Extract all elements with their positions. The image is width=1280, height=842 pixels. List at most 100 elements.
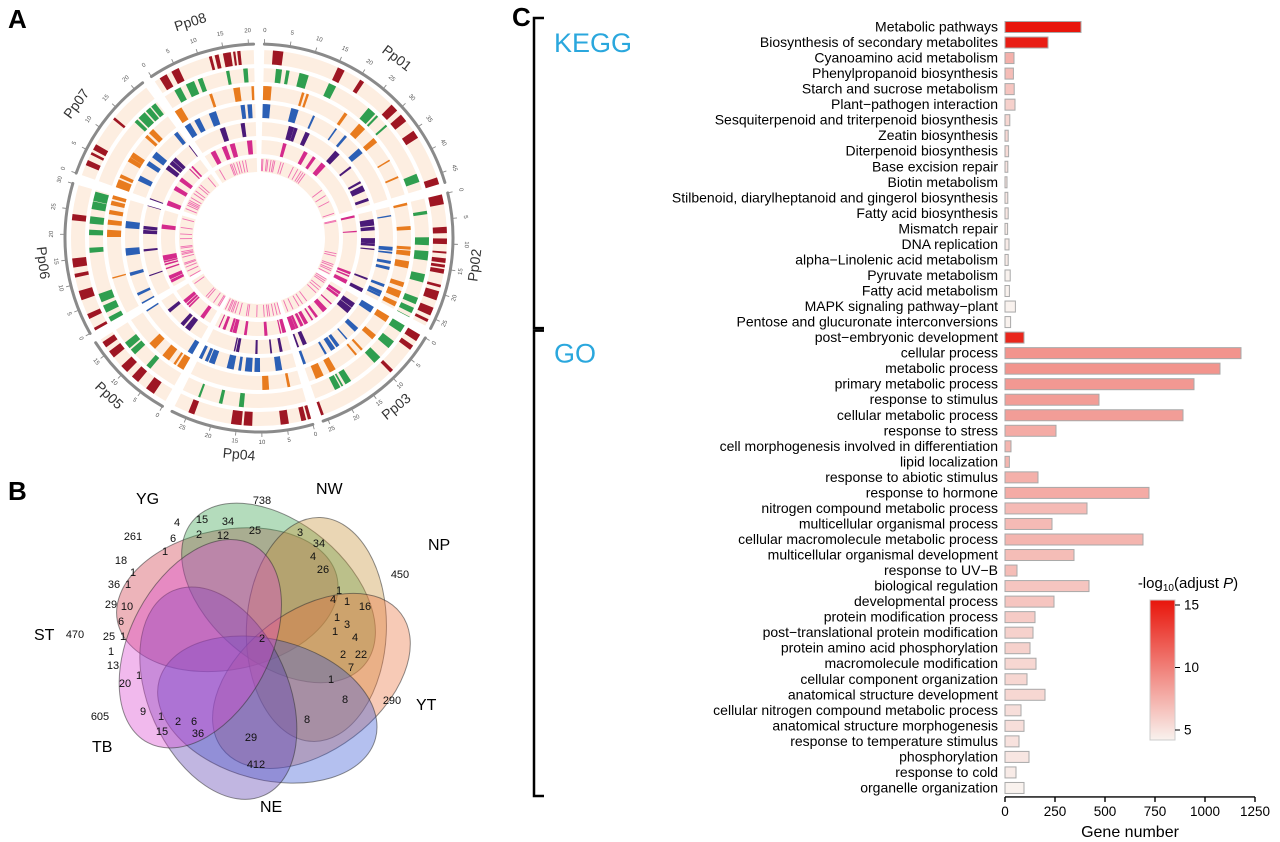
x-tick-label: 250 bbox=[1044, 804, 1067, 819]
axis-tick-label: 15 bbox=[52, 258, 59, 266]
track-segment bbox=[166, 200, 182, 210]
track-tick bbox=[245, 304, 249, 317]
track-segment bbox=[336, 267, 351, 275]
axis-tick-label: 10 bbox=[85, 115, 94, 124]
venn-region-count: 1 bbox=[158, 711, 164, 723]
bar-label: post−translational protein modification bbox=[763, 624, 998, 640]
track-segment bbox=[346, 343, 358, 356]
venn-set-TB bbox=[139, 586, 298, 800]
track-tick bbox=[322, 212, 335, 218]
axis-tick bbox=[339, 56, 342, 61]
bar bbox=[1004, 129, 1009, 142]
bar bbox=[1004, 114, 1011, 127]
track-tick bbox=[217, 294, 225, 306]
venn-region-count: 2 bbox=[196, 529, 202, 541]
track-segment bbox=[146, 302, 159, 312]
group-label: KEGG bbox=[554, 28, 632, 58]
axis-tick-label: 40 bbox=[439, 139, 448, 148]
track-tick bbox=[321, 260, 334, 265]
track-background bbox=[161, 210, 186, 287]
bar-label: Plant−pathogen interaction bbox=[831, 96, 998, 112]
bar bbox=[1004, 766, 1017, 779]
track-tick bbox=[296, 172, 304, 183]
axis-tick bbox=[71, 171, 76, 174]
bar-label: MAPK signaling pathway−plant bbox=[805, 298, 999, 314]
bar-label: alpha−Linolenic acid metabolism bbox=[795, 251, 998, 267]
chromosome-label: Pp06 bbox=[34, 246, 54, 281]
axis-tick-label: 10 bbox=[57, 284, 65, 293]
chromosome-label: Pp03 bbox=[378, 390, 414, 423]
track-segment bbox=[146, 377, 162, 394]
track-tick bbox=[238, 302, 243, 315]
track-segment bbox=[412, 210, 428, 217]
track-segment bbox=[294, 312, 304, 327]
track-segment bbox=[145, 107, 160, 122]
axis-tick bbox=[74, 310, 79, 313]
chromosome-label: Pp05 bbox=[92, 378, 127, 412]
venn-region-count: 6 bbox=[170, 533, 176, 545]
track-tick bbox=[181, 250, 194, 254]
axis-tick-label: 0 bbox=[77, 336, 84, 342]
venn-region-count: 450 bbox=[391, 569, 409, 581]
bar bbox=[1004, 347, 1242, 360]
axis-tick-label: 15 bbox=[91, 358, 100, 367]
bar-label: response to cold bbox=[895, 764, 998, 780]
chromosome-label: Pp08 bbox=[172, 9, 208, 34]
track-segment bbox=[313, 298, 327, 313]
axis-tick-label: 0 bbox=[313, 431, 319, 438]
track-segment bbox=[292, 333, 300, 348]
bar bbox=[1004, 455, 1010, 468]
track-tick bbox=[319, 265, 332, 272]
panel-b-label: B bbox=[8, 476, 27, 506]
bar-label: cellular nitrogen compound metabolic pro… bbox=[713, 702, 998, 718]
axis-tick-label: 0 bbox=[263, 28, 267, 34]
track-segment bbox=[401, 130, 419, 146]
axis-tick-label: 30 bbox=[57, 175, 65, 184]
track-tick bbox=[266, 159, 269, 172]
axis-tick bbox=[418, 123, 423, 127]
track-segment bbox=[136, 287, 151, 296]
venn-set-YG bbox=[116, 527, 339, 673]
track-tick bbox=[283, 300, 289, 312]
track-segment bbox=[244, 357, 253, 372]
track-segment bbox=[323, 83, 337, 99]
track-segment bbox=[432, 238, 447, 245]
track-tick bbox=[324, 219, 337, 224]
track-segment bbox=[404, 327, 421, 342]
venn-region-count: 16 bbox=[359, 601, 371, 613]
bar-label: response to stress bbox=[884, 422, 998, 438]
bar-label: developmental process bbox=[854, 593, 998, 609]
track-segment bbox=[233, 87, 242, 103]
track-segment bbox=[137, 175, 153, 187]
bar-label: response to temperature stimulus bbox=[790, 733, 998, 749]
track-tick bbox=[309, 281, 320, 291]
axis-tick-label: 20 bbox=[204, 433, 213, 441]
axis-tick bbox=[137, 392, 141, 397]
venn-set-ST bbox=[118, 539, 282, 749]
bar bbox=[1004, 98, 1016, 111]
track-segment bbox=[230, 410, 243, 426]
bar-label: protein amino acid phosphorylation bbox=[781, 640, 998, 656]
track-tick bbox=[270, 160, 274, 173]
venn-set-label: NE bbox=[260, 799, 282, 816]
track-segment bbox=[124, 333, 141, 349]
chromosome-axis bbox=[149, 42, 256, 79]
bar-label: multicellular organismal process bbox=[799, 515, 998, 531]
axis-tick-label: 25 bbox=[328, 425, 337, 433]
track-segment bbox=[432, 250, 447, 254]
bar bbox=[1004, 316, 1012, 329]
axis-tick-label: 0 bbox=[61, 166, 68, 172]
track-tick bbox=[195, 190, 206, 199]
track-segment bbox=[430, 262, 446, 268]
bar-label: Biosynthesis of secondary metabolites bbox=[760, 34, 998, 50]
track-segment bbox=[262, 86, 272, 101]
track-segment bbox=[134, 119, 148, 132]
track-tick bbox=[228, 299, 235, 312]
track-segment bbox=[172, 157, 186, 170]
track-segment bbox=[218, 314, 226, 328]
track-background bbox=[280, 271, 328, 314]
venn-region-count: 15 bbox=[156, 726, 168, 738]
panel-c-label: C bbox=[512, 2, 531, 32]
track-background bbox=[365, 206, 394, 301]
track-segment bbox=[297, 330, 307, 346]
